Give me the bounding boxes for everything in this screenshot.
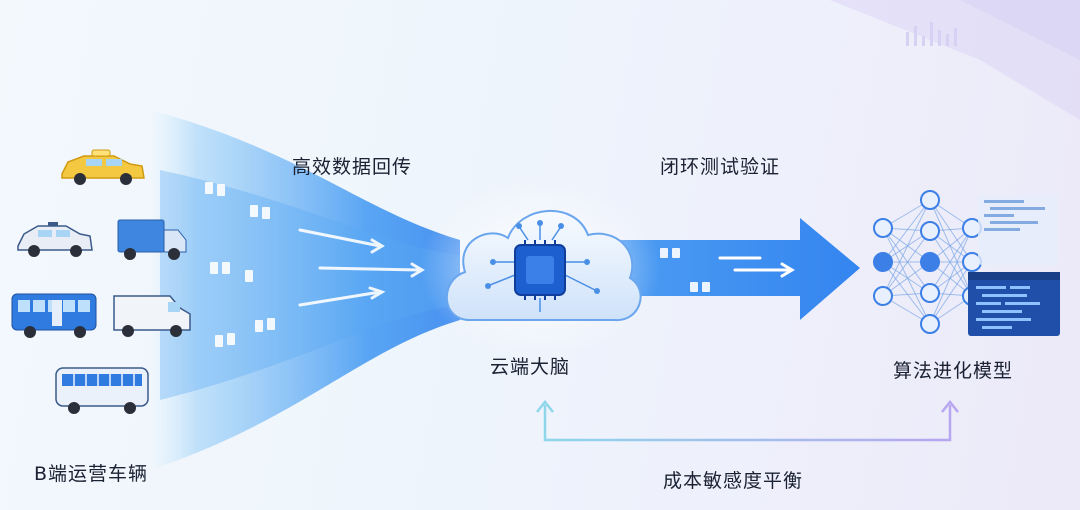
- vehicles-label: B端运营车辆: [34, 463, 149, 485]
- cloud-brain-icon: [420, 178, 660, 358]
- closed-loop-label: 闭环测试验证: [660, 156, 781, 178]
- cloud-brain-label: 云端大脑: [490, 356, 571, 378]
- feedback-loop-arrow: [536, 399, 959, 442]
- network-node: [873, 252, 893, 272]
- data-return-label: 高效数据回传: [292, 156, 413, 178]
- network-node: [873, 286, 893, 306]
- closed-loop-flow: [620, 218, 860, 320]
- balance-label: 成本敏感度平衡: [663, 470, 804, 492]
- network-node: [920, 190, 940, 210]
- code-panel-icon: [968, 195, 1060, 336]
- city-bus-icon: [11, 293, 97, 338]
- neural-network-icon: [873, 190, 982, 334]
- network-node: [920, 252, 940, 272]
- network-node: [920, 283, 940, 303]
- network-node: [920, 221, 940, 241]
- network-node: [920, 314, 940, 334]
- decorative-corner: [830, 0, 1080, 120]
- delivery-truck-icon: [117, 219, 187, 260]
- network-node: [873, 218, 893, 238]
- incoming-data-flow: [150, 110, 460, 470]
- coach-bus-icon: [55, 367, 149, 414]
- model-label: 算法进化模型: [893, 360, 1014, 382]
- taxi-icon: [61, 149, 145, 185]
- vehicle-fleet: [11, 149, 191, 414]
- van-icon: [113, 295, 191, 337]
- car-icon: [17, 222, 93, 257]
